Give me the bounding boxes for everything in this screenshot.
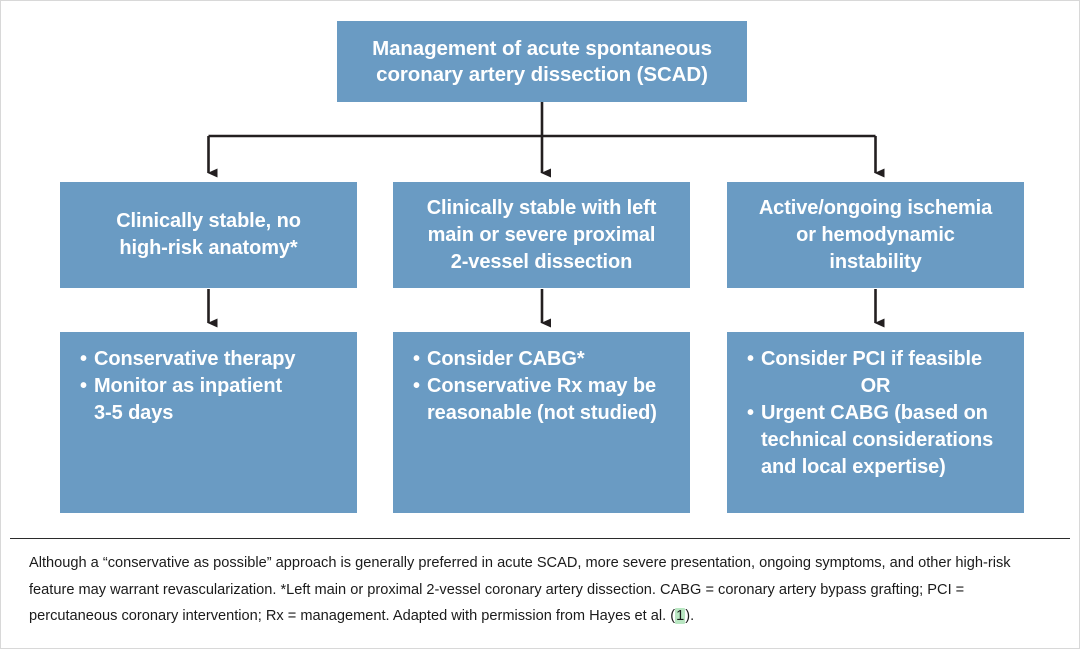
condition-3-line3: instability [829, 250, 922, 273]
node-title-line2: coronary artery dissection (SCAD) [376, 62, 708, 86]
node-action-cabg: Consider CABG* Conservative Rx may be re… [393, 332, 690, 513]
node-title: Management of acute spontaneous coronary… [337, 21, 747, 102]
action-item-continuation: 3-5 days [94, 402, 174, 424]
flowchart: Management of acute spontaneous coronary… [1, 1, 1079, 538]
action-item: Conservative Rx may be [413, 373, 680, 400]
action-list-2: Consider CABG* Conservative Rx may be re… [403, 346, 680, 427]
node-action-conservative: Conservative therapy Monitor as inpatien… [60, 332, 357, 513]
action-item-continuation: and local expertise) [761, 456, 946, 478]
node-title-line1: Management of acute spontaneous [372, 36, 712, 60]
condition-3-line2: or hemodynamic [796, 223, 955, 246]
condition-2-line1: Clinically stable with left [426, 196, 657, 219]
action-item: Consider PCI if feasible [747, 346, 1014, 373]
action-item: Urgent CABG (based on [747, 400, 1014, 427]
citation-link[interactable]: 1 [675, 608, 686, 624]
condition-1-line2: high-risk anatomy* [119, 237, 298, 259]
action-item-continuation: technical considerations [761, 429, 994, 451]
node-condition-stable-no-high-risk: Clinically stable, no high-risk anatomy* [60, 182, 357, 288]
node-action-pci-or-cabg: Consider PCI if feasible OR Urgent CABG … [727, 332, 1024, 513]
condition-1-line1: Clinically stable, no [116, 210, 301, 232]
action-item: Consider CABG* [413, 346, 680, 373]
caption-text-end: ). [685, 608, 695, 624]
figure-caption: Although a “conservative as possible” ap… [29, 550, 1054, 630]
caption-text: Although a “conservative as possible” ap… [29, 555, 1011, 624]
condition-2-line3: 2-vessel dissection [450, 250, 633, 273]
action-item: Conservative therapy [80, 346, 347, 373]
node-condition-stable-left-main: Clinically stable with left main or seve… [393, 182, 690, 288]
condition-2-line2: main or severe proximal [427, 223, 656, 246]
node-condition-active-ischemia: Active/ongoing ischemia or hemodynamic i… [727, 182, 1024, 288]
action-item: Monitor as inpatient [80, 373, 347, 400]
action-item-continuation: reasonable (not studied) [427, 402, 657, 424]
action-list-1: Conservative therapy Monitor as inpatien… [70, 346, 347, 427]
action-list-3: Consider PCI if feasible OR Urgent CABG … [737, 346, 1014, 481]
action-item-or: OR [860, 375, 891, 397]
caption-divider [10, 538, 1070, 539]
condition-3-line1: Active/ongoing ischemia [758, 196, 993, 219]
